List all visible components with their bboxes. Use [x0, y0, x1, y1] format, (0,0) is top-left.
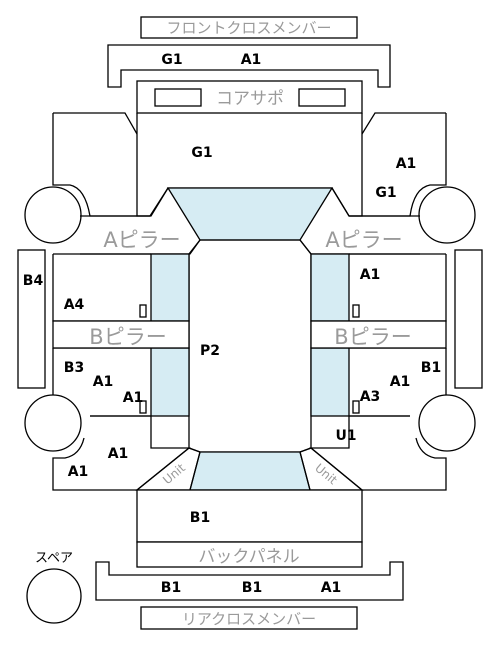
left-side-sill-code-b4: B4	[23, 273, 44, 289]
right-rear-door-code-a1: A1	[390, 374, 411, 390]
left-front-window[interactable]	[150, 253, 190, 322]
right-front-wheel[interactable]	[418, 186, 476, 244]
rear-bumper[interactable]	[95, 561, 404, 601]
hood-code-g1: G1	[191, 145, 212, 161]
spare-label: スペア	[35, 551, 73, 566]
left-front-fender[interactable]	[52, 112, 150, 217]
windshield[interactable]	[166, 187, 334, 241]
front-bumper-code-a1: A1	[241, 52, 262, 68]
rear-cross-member-box[interactable]	[140, 606, 358, 630]
left-rear-door-handle[interactable]	[139, 400, 147, 414]
a-pillar-left-label: Aピラー	[103, 228, 180, 252]
spare-tire[interactable]	[26, 568, 82, 624]
left-headlight[interactable]	[154, 88, 202, 107]
right-rear-wheel[interactable]	[418, 394, 476, 452]
right-front-door-handle[interactable]	[352, 304, 360, 318]
trunk-code-b1: B1	[190, 510, 210, 526]
back-panel[interactable]	[136, 541, 363, 568]
b-pillar-left-band[interactable]	[52, 320, 190, 349]
rear-bumper-code-b1: B1	[161, 580, 181, 596]
right-front-window[interactable]	[310, 253, 350, 322]
unit-left-label: Unit	[160, 461, 188, 488]
left-front-door-code-a4: A4	[64, 297, 85, 313]
rear-bumper-code-b1-2: B1	[242, 580, 262, 596]
core-support-label: コアサポ	[216, 89, 284, 109]
right-front-door-code-a1: A1	[360, 267, 381, 283]
a-pillar-right-label: Aピラー	[325, 228, 402, 252]
right-headlight[interactable]	[298, 88, 346, 107]
right-rear-door-code-b1: B1	[421, 360, 441, 376]
rear-bumper-code-a1: A1	[321, 580, 342, 596]
b-pillar-right-band[interactable]	[310, 320, 447, 349]
b-pillar-left-label: Bピラー	[89, 325, 166, 349]
left-rear-door-code-b3: B3	[64, 360, 84, 376]
right-fender-code-a1: A1	[396, 156, 417, 172]
right-fender-code-g1: G1	[375, 185, 396, 201]
trunk-lid[interactable]	[136, 489, 363, 543]
front-cross-member-label: フロントクロスメンバー	[166, 19, 331, 37]
left-rear-wheel[interactable]	[24, 394, 82, 452]
left-rear-window[interactable]	[150, 347, 190, 417]
right-rear-door-handle[interactable]	[352, 400, 360, 414]
left-front-wheel[interactable]	[24, 186, 82, 244]
right-front-door[interactable]	[349, 253, 447, 322]
b-pillar-right-label: Bピラー	[334, 325, 411, 349]
left-front-door-handle[interactable]	[139, 304, 147, 318]
right-rear-window[interactable]	[310, 347, 350, 417]
right-side-sill[interactable]	[454, 249, 483, 389]
right-quarter-code-u1: U1	[335, 428, 356, 444]
rear-window[interactable]	[189, 451, 311, 491]
front-cross-member-box[interactable]	[140, 16, 358, 39]
right-front-fender[interactable]	[349, 112, 447, 217]
front-bumper-code-g1: G1	[161, 52, 182, 68]
left-side-sill[interactable]	[17, 249, 46, 389]
roof-code-p2: P2	[200, 343, 220, 359]
right-rear-quarter[interactable]	[309, 415, 447, 491]
back-panel-label: バックパネル	[198, 547, 299, 567]
front-bumper[interactable]	[107, 44, 391, 88]
left-quarter-code-a1: A1	[108, 446, 129, 462]
left-quarter-code-a1-2: A1	[68, 464, 89, 480]
unit-right-label: Unit	[312, 461, 340, 488]
left-rear-quarter[interactable]	[52, 415, 191, 491]
left-rear-door-code-a1-2: A1	[123, 390, 144, 406]
rear-cross-member-label: リアクロスメンバー	[182, 610, 316, 628]
right-rear-door-code-a3: A3	[360, 389, 381, 405]
left-rear-door-code-a1: A1	[93, 374, 114, 390]
